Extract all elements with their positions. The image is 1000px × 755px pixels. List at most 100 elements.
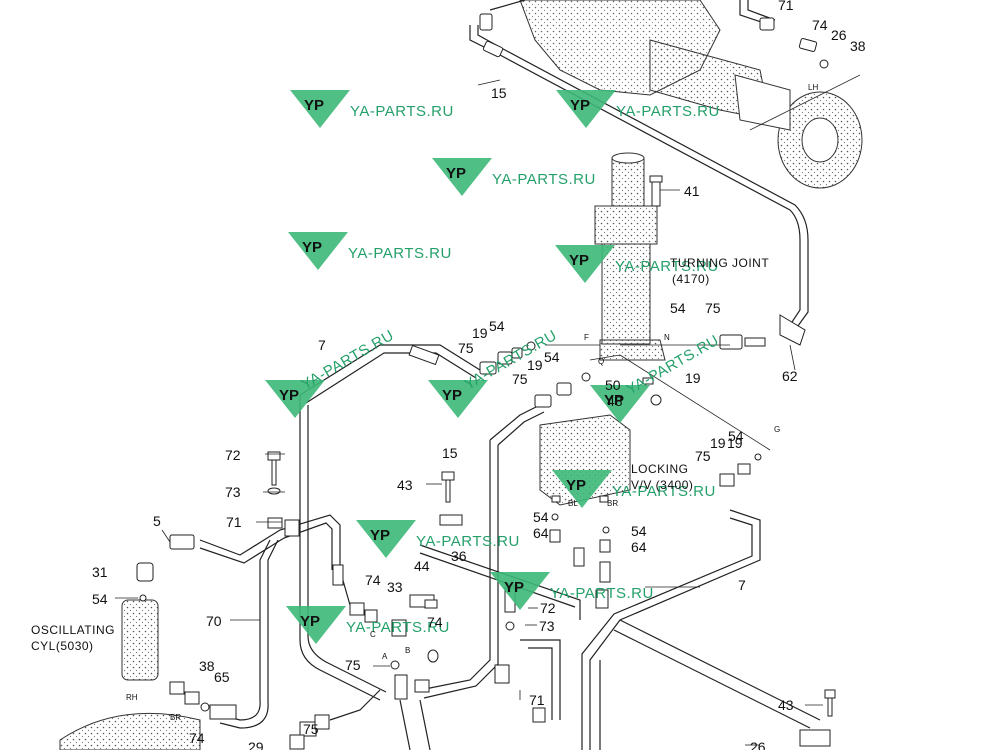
svg-text:YP: YP <box>442 387 462 404</box>
part-number: 73 <box>539 618 555 634</box>
watermark: YP YA-PARTS.RU <box>556 90 720 128</box>
captions: TURNING JOINT (4170) LOCKING V/V (3400) … <box>31 256 769 653</box>
part-number: 75 <box>303 721 319 737</box>
svg-text:YP: YP <box>604 392 624 409</box>
watermark: YP YA-PARTS.RU <box>286 606 450 644</box>
part-number: 5 <box>153 513 161 529</box>
watermark-layer: YP YA-PARTS.RU YP YA-PARTS.RU YP YA-PART… <box>265 90 722 644</box>
part-number: 43 <box>397 477 413 493</box>
part-number: 33 <box>387 579 403 595</box>
pipe-network <box>199 0 821 751</box>
part-number: 31 <box>92 564 108 580</box>
watermark: YP YA-PARTS.RU <box>490 572 654 610</box>
part-number: 54 <box>489 318 505 334</box>
part-number: 54 <box>544 349 560 365</box>
svg-text:YA-PARTS.RU: YA-PARTS.RU <box>550 585 654 602</box>
part-number: 19 <box>727 435 743 451</box>
locking-valve-code: V/V (3400) <box>631 478 693 492</box>
port-marks: LH F Q N G A B C BL BR RH BR <box>126 83 818 722</box>
port-mark: BR <box>607 499 618 508</box>
part-number: 19 <box>710 435 726 451</box>
part-number: 48 <box>607 393 623 409</box>
part-number: 54 <box>631 523 647 539</box>
turning-joint-code: (4170) <box>672 272 710 286</box>
part-number: 15 <box>491 85 507 101</box>
part-number: 15 <box>442 445 458 461</box>
part-number: 44 <box>414 558 430 574</box>
port-mark: B <box>405 646 410 655</box>
part-number: 19 <box>527 357 543 373</box>
part-number: 64 <box>631 539 647 555</box>
fittings <box>136 13 836 750</box>
oscillating-cyl-caption: OSCILLATING <box>31 623 115 637</box>
port-mark: F <box>584 333 589 342</box>
svg-text:YA-PARTS.RU: YA-PARTS.RU <box>346 619 450 636</box>
svg-text:YA-PARTS.RU: YA-PARTS.RU <box>612 483 716 500</box>
part-number: 71 <box>226 514 242 530</box>
part-number: 73 <box>225 484 241 500</box>
part-number: 54 <box>728 428 744 444</box>
svg-text:YA-PARTS.RU: YA-PARTS.RU <box>616 103 720 120</box>
port-mark: BL <box>568 499 578 508</box>
port-mark: C <box>370 630 376 639</box>
watermark: YP YA-PARTS.RU <box>432 158 596 196</box>
part-number: 43 <box>778 697 794 713</box>
port-mark: G <box>774 425 780 434</box>
svg-text:YA-PARTS.RU: YA-PARTS.RU <box>350 103 454 120</box>
watermark: YP YA-PARTS.RU <box>356 520 520 558</box>
port-mark: N <box>664 333 670 342</box>
part-number: 74 <box>812 17 828 33</box>
part-number: 29 <box>248 739 264 750</box>
part-number: 70 <box>206 613 222 629</box>
axle-assembly <box>519 0 863 189</box>
leader-lh <box>749 74 861 131</box>
part-number: 19 <box>472 325 488 341</box>
part-number: 50 <box>605 377 621 393</box>
svg-text:YP: YP <box>302 239 322 256</box>
svg-text:YP: YP <box>300 613 320 630</box>
part-number: 54 <box>670 300 686 316</box>
part-number: 7 <box>318 337 326 353</box>
part-number: 75 <box>705 300 721 316</box>
svg-text:YA-PARTS.RU: YA-PARTS.RU <box>492 171 596 188</box>
part-number: 54 <box>533 509 549 525</box>
part-number: 36 <box>451 548 467 564</box>
part-number: 41 <box>684 183 700 199</box>
svg-text:YA-PARTS.RU: YA-PARTS.RU <box>615 258 719 275</box>
svg-text:YP: YP <box>566 477 586 494</box>
watermark-rotated: YP YA-PARTS.RU <box>265 327 397 418</box>
port-mark: Q <box>598 357 604 366</box>
oscillating-cylinder <box>59 599 201 751</box>
part-number: 7 <box>738 577 746 593</box>
part-callouts: 71 74 26 38 15 41 54 75 62 19 7 19 54 75… <box>92 0 866 755</box>
part-number: 26 <box>750 739 766 750</box>
part-number: 65 <box>214 669 230 685</box>
svg-text:YP: YP <box>504 579 524 596</box>
part-number: 74 <box>365 572 381 588</box>
turning-joint <box>594 152 666 361</box>
watermark: YP YA-PARTS.RU <box>288 232 452 270</box>
svg-text:YA-PARTS.RU: YA-PARTS.RU <box>348 245 452 262</box>
svg-text:YP: YP <box>279 387 299 404</box>
part-number: 26 <box>831 27 847 43</box>
turning-joint-caption: TURNING JOINT <box>670 256 769 270</box>
port-mark: A <box>382 652 388 661</box>
part-number: 75 <box>695 448 711 464</box>
svg-text:YA-PARTS.RU: YA-PARTS.RU <box>299 327 397 394</box>
svg-text:YP: YP <box>370 527 390 544</box>
part-number: 75 <box>345 657 361 673</box>
leader-lines <box>115 79 823 746</box>
part-number: 72 <box>225 447 241 463</box>
part-number: 62 <box>782 368 798 384</box>
watermark: YP YA-PARTS.RU <box>290 90 454 128</box>
svg-text:YP: YP <box>446 165 466 182</box>
part-number: 38 <box>199 658 215 674</box>
part-number: 54 <box>92 591 108 607</box>
locking-valve-caption: LOCKING <box>631 462 689 476</box>
svg-text:YP: YP <box>570 97 590 114</box>
svg-text:YA-PARTS.RU: YA-PARTS.RU <box>416 533 520 550</box>
part-number: 72 <box>540 600 556 616</box>
part-number: 75 <box>458 340 474 356</box>
